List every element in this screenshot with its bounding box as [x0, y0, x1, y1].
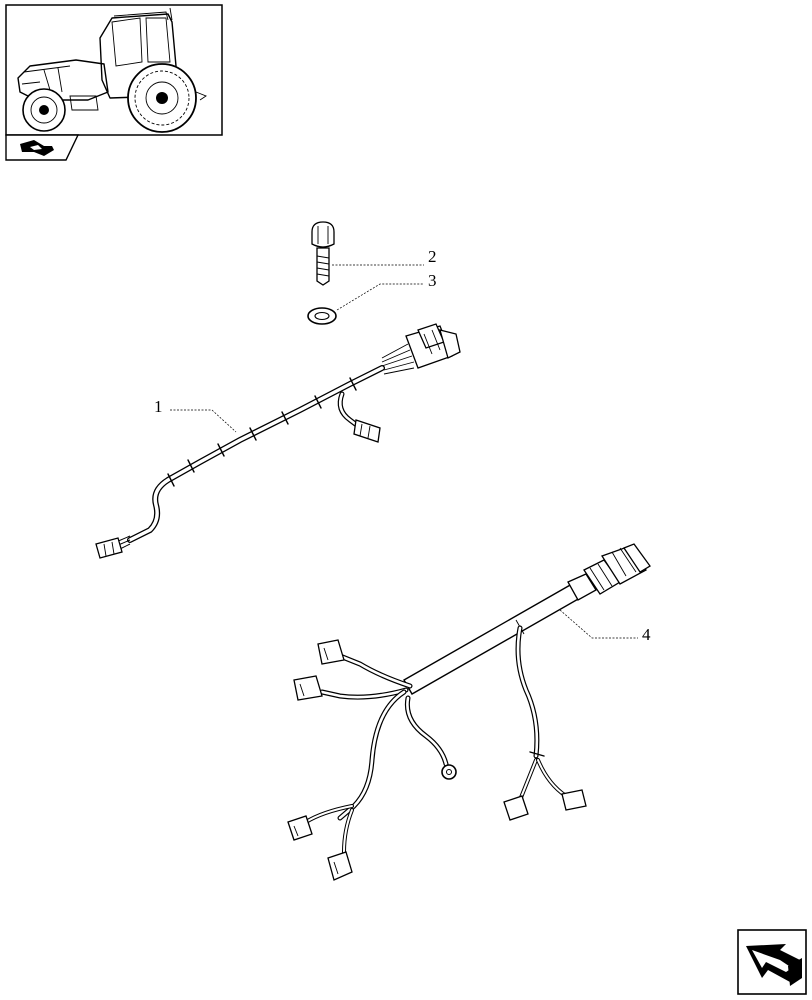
callout-3: 3 [428, 271, 437, 290]
wiring-harness-4 [287, 543, 651, 881]
callout-2: 2 [428, 247, 437, 266]
callout-4: 4 [642, 625, 651, 644]
wiring-harness-1 [95, 323, 461, 559]
bolt-part [311, 221, 335, 286]
tractor-thumbnail-icon[interactable] [5, 4, 223, 136]
section-arrow-icon[interactable] [5, 134, 80, 161]
callout-1: 1 [154, 397, 163, 416]
washer-part [307, 307, 337, 325]
next-page-arrow-icon[interactable] [737, 929, 807, 995]
